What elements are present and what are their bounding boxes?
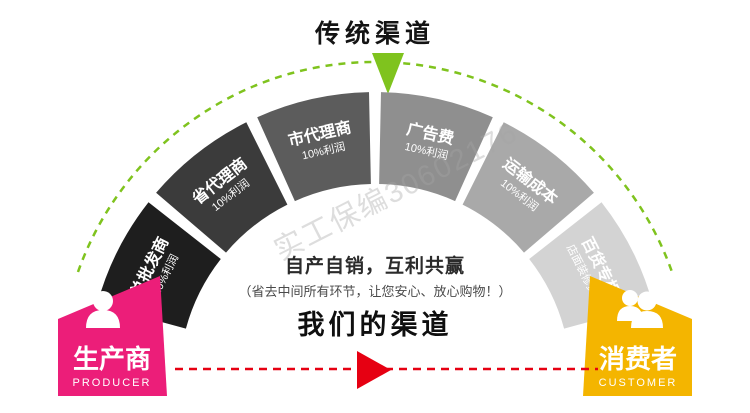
- producer-sublabel: PRODUCER: [73, 377, 152, 389]
- title-our-channel: 我们的渠道: [297, 310, 453, 340]
- producer-block: [58, 276, 167, 396]
- producer-person-icon: [86, 291, 120, 328]
- traditional-channel-arc: [76, 60, 674, 273]
- customer-label: 消费者: [599, 344, 677, 374]
- arch-segment-3: [257, 92, 371, 202]
- arch-segment-2: [156, 122, 288, 253]
- customer-sublabel: CUSTOMER: [599, 377, 678, 389]
- slogan-line2: （省去中间所有环节，让您安心、放心购物！）: [238, 284, 512, 299]
- customer-people-icon: [617, 290, 663, 328]
- green-arrow-down-icon: [372, 53, 404, 94]
- slogan-line1: 自产自销，互利共赢: [284, 256, 465, 277]
- customer-block: [583, 276, 692, 396]
- title-traditional-channel: 传统渠道: [314, 20, 435, 48]
- producer-label: 生产商: [73, 344, 151, 374]
- arch-segment-4: [379, 92, 493, 202]
- arch-segment-5: [462, 122, 594, 253]
- red-arrow-right-icon: [357, 351, 391, 389]
